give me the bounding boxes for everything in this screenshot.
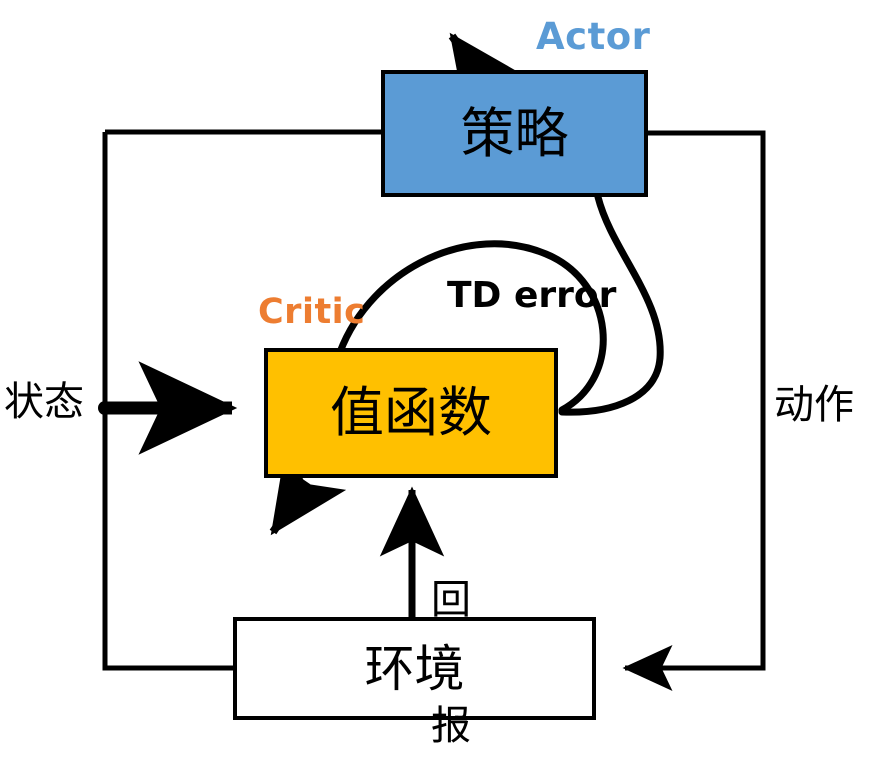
- node-value-function-label: 值函数: [330, 381, 492, 444]
- label-reward: 回 报: [428, 495, 474, 764]
- node-policy-label: 策略: [460, 101, 569, 165]
- label-action: 动作: [774, 382, 854, 428]
- edge-td-error-curve: [336, 240, 607, 414]
- label-reward-char-2: 报: [431, 703, 471, 749]
- edge-value-output: [269, 448, 347, 536]
- edge-state-bus: [102, 129, 381, 671]
- edge-state-into-value: [98, 361, 238, 455]
- node-value-function[interactable]: 值函数: [264, 348, 558, 478]
- label-state: 状态: [4, 379, 84, 425]
- node-environment-label: 环境: [364, 639, 465, 698]
- label-td-error: TD error: [447, 275, 617, 316]
- node-policy[interactable]: 策略: [381, 70, 648, 197]
- node-environment[interactable]: 环境: [233, 617, 596, 720]
- edge-policy-update-curve: [558, 193, 664, 416]
- edge-action-bus: [622, 130, 766, 691]
- label-reward-char-1: 回: [431, 577, 471, 623]
- label-actor: Actor: [536, 15, 651, 58]
- label-critic: Critic: [258, 292, 366, 332]
